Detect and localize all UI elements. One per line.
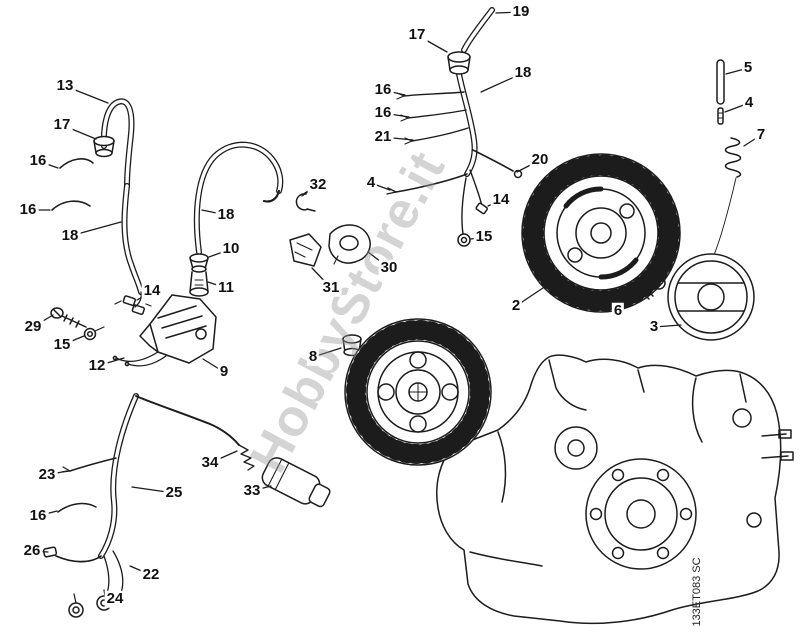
callout-22: 22: [140, 565, 162, 584]
part-ring-terminal-15-left: [83, 326, 105, 341]
part-spark-plug-lead: [189, 141, 284, 297]
part-screw-29: [50, 307, 87, 328]
callout-33: 33: [241, 481, 263, 500]
callout-16: 16: [17, 200, 39, 219]
callout-18: 18: [215, 205, 237, 224]
part-rotor: [667, 177, 755, 341]
callout-26: 26: [21, 541, 43, 560]
part-flywheel-lower: [344, 318, 492, 466]
callout-16: 16: [27, 506, 49, 525]
callout-2: 2: [509, 296, 523, 315]
part-wire-harness-left: [51, 98, 144, 308]
callout-18: 18: [512, 63, 534, 82]
callout-14: 14: [490, 190, 512, 209]
callout-15: 15: [51, 335, 73, 354]
callout-30: 30: [378, 258, 400, 277]
callout-18: 18: [59, 226, 81, 245]
callout-5: 5: [741, 58, 755, 77]
callout-4: 4: [364, 173, 378, 192]
callout-6: 6: [611, 301, 625, 320]
part-spring-7: [724, 137, 742, 178]
callout-29: 29: [22, 317, 44, 336]
callout-8: 8: [306, 347, 320, 366]
callout-23: 23: [36, 465, 58, 484]
callout-20: 20: [529, 150, 551, 169]
callout-3: 3: [647, 317, 661, 336]
callout-4: 4: [742, 93, 756, 112]
part-plug-cap-33: [261, 457, 331, 508]
part-flywheel-2: [521, 153, 681, 313]
part-pin-5: [716, 59, 725, 105]
callout-19: 19: [510, 2, 532, 21]
part-crankcase: [436, 354, 794, 625]
part-wire-harness-top: [386, 7, 523, 247]
part-pin-4: [717, 107, 724, 125]
callout-14: 14: [141, 281, 163, 300]
part-ignition-coil-9: [139, 294, 217, 364]
callout-34: 34: [199, 453, 221, 472]
part-nut-8: [342, 334, 362, 357]
callout-17: 17: [406, 25, 428, 44]
part-connectors-14-left: [114, 295, 152, 316]
callout-31: 31: [320, 278, 342, 297]
callout-25: 25: [163, 483, 185, 502]
part-bracket-31: [289, 233, 322, 267]
callout-32: 32: [307, 175, 329, 194]
callout-leader-lines: [27, 11, 762, 602]
callout-17: 17: [51, 115, 73, 134]
callout-11: 11: [216, 278, 236, 297]
callout-7: 7: [754, 125, 768, 144]
callout-13: 13: [54, 76, 76, 95]
callout-24: 24: [104, 589, 126, 608]
callout-10: 10: [220, 239, 242, 258]
callout-16: 16: [372, 103, 394, 122]
callout-12: 12: [86, 356, 108, 375]
callout-16: 16: [27, 151, 49, 170]
callout-15: 15: [473, 227, 495, 246]
callout-9: 9: [217, 362, 231, 381]
callout-21: 21: [372, 127, 394, 146]
callout-16: 16: [372, 80, 394, 99]
